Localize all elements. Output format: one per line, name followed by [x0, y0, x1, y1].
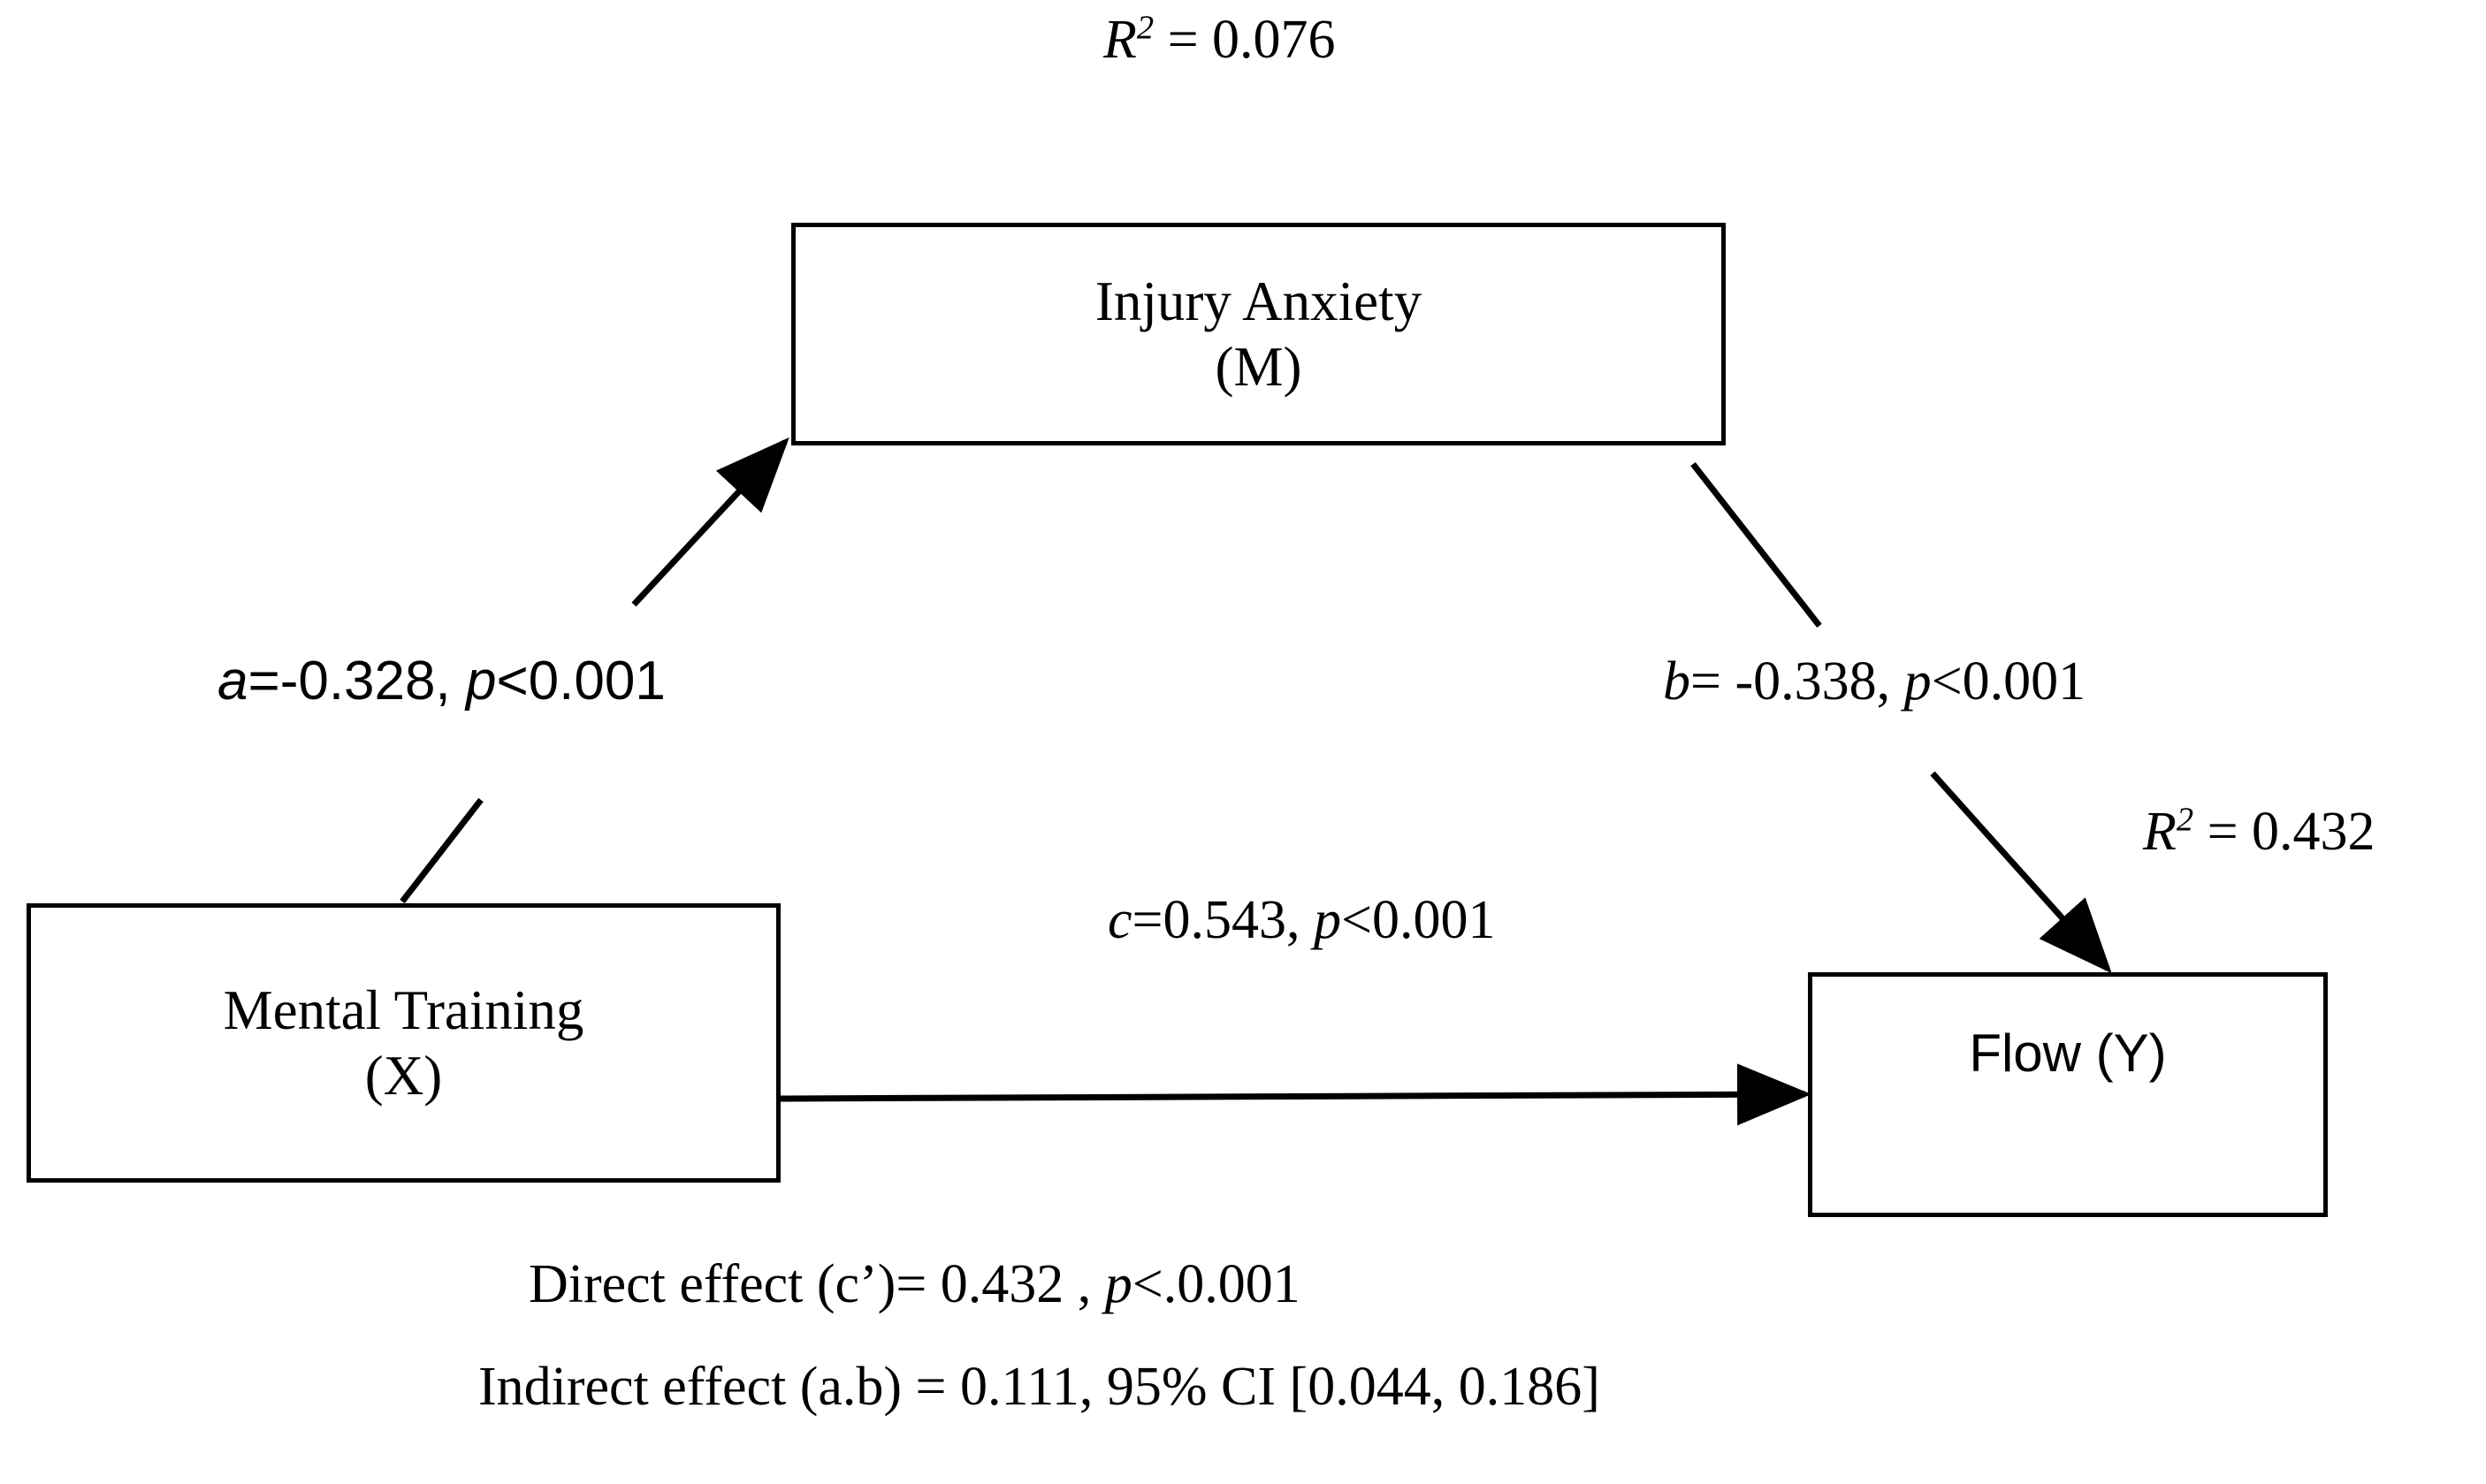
path-c-value: =0.543,	[1132, 890, 1314, 950]
direct-effect-text: Direct effect (c’)= 0.432 ,	[529, 1254, 1105, 1314]
r-squared-outcome-label: R2 = 0.432	[2143, 801, 2375, 862]
node-injury-anxiety[interactable]: Injury Anxiety (M)	[791, 223, 1726, 445]
path-a-arrow	[400, 797, 484, 904]
path-b-p-symbol: p	[1903, 651, 1932, 712]
path-b-symbol: b	[1663, 651, 1690, 712]
path-b-value: = -0.338,	[1690, 651, 1904, 712]
r-squared-outcome-value: = 0.432	[2193, 802, 2375, 862]
direct-effect-p-symbol: p	[1104, 1254, 1132, 1314]
node-flow[interactable]: Flow (Y)	[1808, 972, 2328, 1217]
path-a-label: a=-0.328, p<0.001	[217, 654, 666, 709]
r-squared-mediator-label: R2 = 0.076	[1103, 9, 1336, 70]
r-squared-outcome-symbol: R	[2143, 802, 2177, 862]
node-injury-anxiety-title: Injury Anxiety	[1094, 270, 1422, 332]
indirect-effect-label: Indirect effect (a.b) = 0.111, 95% CI [0…	[478, 1357, 1600, 1417]
path-c-p-value: <0.001	[1341, 890, 1496, 950]
path-b-arrow-head-segment	[1930, 771, 2112, 974]
path-c-symbol: c	[1108, 890, 1132, 950]
direct-effect-p-value: <.0.001	[1132, 1254, 1300, 1314]
path-a-symbol: a	[217, 651, 248, 712]
direct-effect-label: Direct effect (c’)= 0.432 , p<.0.001	[529, 1257, 1300, 1312]
path-a-arrow-head-segment	[631, 437, 789, 607]
path-c-p-symbol: p	[1314, 890, 1341, 950]
node-flow-title: Flow (Y)	[1969, 1024, 2167, 1083]
r-squared-value: = 0.076	[1154, 10, 1336, 70]
path-a-p-symbol: p	[465, 651, 497, 712]
path-c-label: c=0.543, p<0.001	[1108, 893, 1495, 947]
path-a-p-value: <0.001	[496, 651, 666, 712]
path-a-value: =-0.328,	[248, 651, 466, 712]
node-injury-anxiety-role: (M)	[1215, 336, 1302, 398]
path-b-p-value: <0.001	[1931, 651, 2086, 712]
node-mental-training-role: (X)	[364, 1045, 443, 1107]
path-b-arrow	[1690, 461, 1822, 628]
path-b-label: b= -0.338, p<0.001	[1663, 654, 2086, 709]
node-mental-training-title: Mental Training	[223, 978, 584, 1041]
r-squared-exponent: 2	[1136, 9, 1155, 47]
path-c-arrow	[780, 1063, 1811, 1126]
r-squared-outcome-exponent: 2	[2176, 801, 2194, 839]
node-mental-training[interactable]: Mental Training (X)	[27, 903, 781, 1183]
r-squared-symbol: R	[1103, 10, 1137, 70]
